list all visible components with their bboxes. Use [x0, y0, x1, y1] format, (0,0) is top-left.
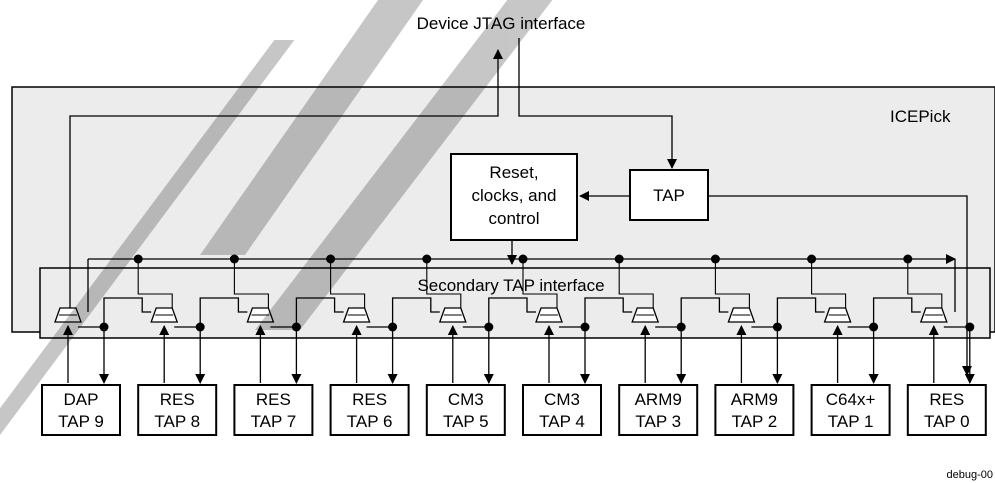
reset-block-line-3: control	[488, 209, 539, 228]
tap-name: RES	[256, 390, 291, 409]
bus-to-mux-line	[714, 259, 750, 308]
tap-box	[810, 384, 891, 436]
tap-name: RES	[160, 390, 195, 409]
tap-box	[41, 384, 121, 436]
icepick-tap-block	[629, 169, 709, 221]
reset-block-line-2: clocks, and	[471, 186, 556, 205]
chain-link	[103, 297, 152, 327]
tap-tdo-line	[708, 195, 972, 376]
tap-box	[618, 384, 699, 436]
chain-link	[584, 297, 633, 327]
chain-link	[680, 297, 729, 327]
chain-link	[872, 297, 921, 327]
device-jtag-label: Device JTAG interface	[417, 14, 586, 33]
tap-name: ARM9	[635, 390, 682, 409]
tap-name: CM3	[544, 390, 580, 409]
chain-link	[391, 297, 440, 327]
chain-link	[199, 297, 248, 327]
icepick-label: ICEPick	[890, 107, 951, 126]
figure-id-label: debug-00	[947, 469, 994, 481]
bus-to-mux-line	[330, 259, 366, 308]
tap-name: DAP	[64, 390, 99, 409]
bus-to-mux-line	[811, 259, 847, 308]
reset-block-line-1: Reset,	[489, 163, 538, 182]
bus-to-mux-line	[907, 259, 943, 308]
chain-link	[488, 297, 536, 327]
tap-name: CM3	[448, 390, 484, 409]
tap-box	[425, 384, 506, 436]
tap-box	[137, 384, 218, 436]
tap-index: TAP 0	[924, 412, 970, 431]
bus-to-mux-line	[522, 259, 558, 308]
tap-index: TAP 4	[539, 412, 585, 431]
tap-index: TAP 8	[154, 412, 200, 431]
bus-to-mux-line	[233, 259, 269, 308]
tap-index: TAP 1	[828, 412, 874, 431]
tap-index: TAP 3	[635, 412, 681, 431]
tdo-return-line	[69, 49, 503, 312]
tap-index: TAP 6	[347, 412, 393, 431]
tap-name: RES	[352, 390, 387, 409]
bus-to-mux-line	[426, 259, 462, 308]
tap-box	[906, 384, 987, 436]
tap-index: TAP 7	[251, 412, 297, 431]
tap-index: TAP 5	[443, 412, 489, 431]
icepick-tap-label: TAP	[653, 186, 685, 205]
chain-link	[295, 297, 344, 327]
tap-box	[233, 384, 314, 436]
jtag-to-tap-line	[518, 38, 677, 169]
tap-box	[329, 384, 410, 436]
tap-name: ARM9	[731, 390, 778, 409]
reset-clocks-control-block	[450, 153, 578, 241]
tap-box	[714, 384, 795, 436]
bus-to-mux-line	[618, 259, 654, 308]
tap-box	[522, 384, 602, 436]
secondary-tap-label: Secondary TAP interface	[417, 276, 604, 295]
junction-dot	[965, 322, 975, 332]
tap-index: TAP 2	[732, 412, 778, 431]
tap-name: C64x+	[826, 390, 876, 409]
tap-name: RES	[929, 390, 964, 409]
chain-link	[776, 297, 825, 327]
bus-to-mux-line	[137, 259, 173, 308]
tap-index: TAP 9	[58, 412, 104, 431]
